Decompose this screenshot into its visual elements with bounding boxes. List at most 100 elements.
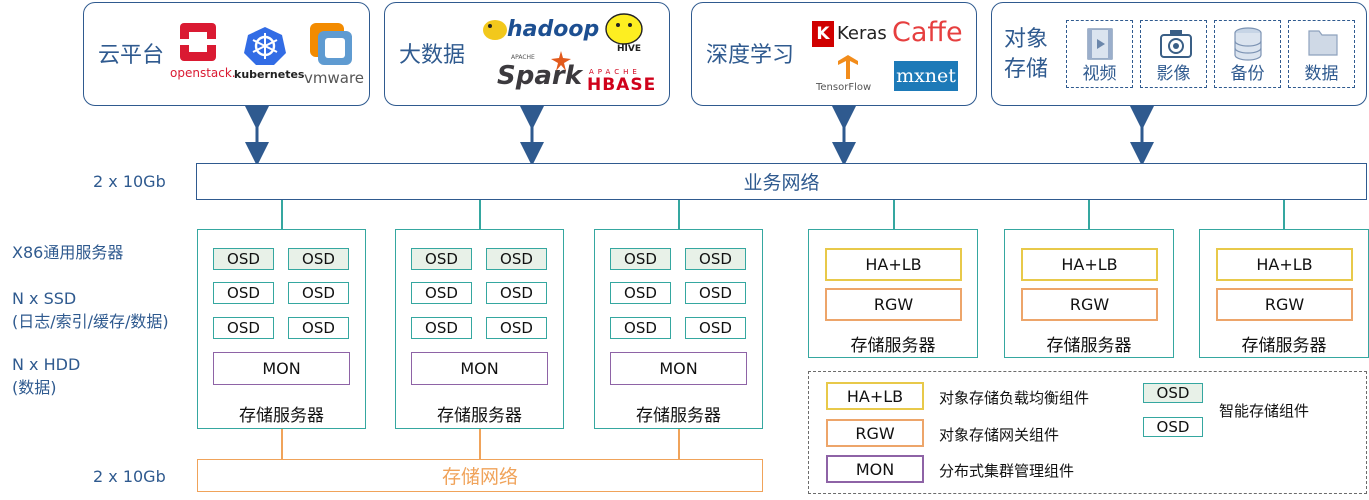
vmware-text: vmware <box>304 69 365 87</box>
osd-server-2: OSD OSD OSD OSD OSD OSD MON 存储服务器 <box>395 229 564 429</box>
connector-line <box>1088 200 1090 229</box>
spark-logo: APACHE Spark <box>497 51 582 97</box>
storage-connector <box>678 429 680 459</box>
connector-line <box>1283 200 1285 229</box>
hive-logo: HIVE <box>603 11 653 59</box>
hadoop-logo: hadoop <box>481 15 599 47</box>
rgw-component: RGW <box>1021 288 1158 321</box>
media-backup: 备份 <box>1214 20 1281 88</box>
osd-server-1: OSD OSD OSD OSD OSD OSD MON 存储服务器 <box>197 229 366 429</box>
ssd-label-line1: N x SSD <box>12 289 77 308</box>
osd-disk: OSD <box>685 248 746 270</box>
hdd-label-line1: N x HDD <box>12 355 81 374</box>
panel-deep-learning: 深度学习 K Keras Caffe TensorFlow mxnet <box>691 2 977 106</box>
mon-component: MON <box>610 352 747 385</box>
osd-disk: OSD <box>288 282 349 304</box>
panel-title: 云平台 <box>98 43 165 68</box>
mxnet-text: mxnet <box>896 64 956 87</box>
media-video: 视频 <box>1066 20 1133 88</box>
legend-mon-box: MON <box>826 455 924 483</box>
film-icon <box>1087 28 1113 60</box>
osd-disk: OSD <box>685 317 746 339</box>
connector-line <box>893 200 895 229</box>
rgw-server-2: HA+LB RGW 存储服务器 <box>1004 229 1174 358</box>
server-caption: 存储服务器 <box>850 336 936 356</box>
rgw-component: RGW <box>1216 288 1353 321</box>
osd-disk: OSD <box>213 282 274 304</box>
folder-icon <box>1308 30 1338 56</box>
openstack-text: openstack. <box>170 66 236 80</box>
connector-line <box>678 200 680 229</box>
media-data: 数据 <box>1288 20 1355 88</box>
media-label: 数据 <box>1304 64 1339 84</box>
arrows-layer <box>245 106 1154 166</box>
panel-title: 大数据 <box>399 43 466 68</box>
openstack-logo: openstack. <box>170 19 236 89</box>
server-caption: 存储服务器 <box>437 406 522 426</box>
hbase-logo: APACHE HBASE <box>587 67 659 97</box>
mon-component: MON <box>411 352 548 385</box>
kubernetes-text: kubernetes <box>234 68 305 81</box>
tensorflow-logo: TensorFlow <box>816 55 882 99</box>
halb-component: HA+LB <box>825 248 962 281</box>
kubernetes-logo: kubernetes <box>234 25 304 85</box>
osd-disk: OSD <box>610 282 671 304</box>
legend-halb-desc: 对象存储负载均衡组件 <box>939 389 1090 407</box>
keras-logo: K Keras <box>812 21 887 49</box>
hdd-label-line2: (数据) <box>12 378 57 397</box>
storage-connector <box>281 429 283 459</box>
panel-title: 深度学习 <box>706 43 795 68</box>
hbase-text: HBASE <box>587 75 657 95</box>
osd-disk: OSD <box>288 248 349 270</box>
osd-disk: OSD <box>411 248 472 270</box>
osd-disk: OSD <box>486 248 547 270</box>
osd-disk: OSD <box>288 317 349 339</box>
keras-icon: K <box>812 21 834 47</box>
panel-cloud-platform: 云平台 openstack. kubernetes vmware <box>83 2 370 106</box>
storage-connector <box>479 429 481 459</box>
hbase-apache-text: APACHE <box>589 68 641 76</box>
halb-component: HA+LB <box>1216 248 1353 281</box>
osd-disk: OSD <box>411 317 472 339</box>
hadoop-text: hadoop <box>507 17 600 42</box>
legend-mon-desc: 分布式集群管理组件 <box>939 462 1075 480</box>
connector-line <box>281 200 283 229</box>
osd-disk: OSD <box>213 248 274 270</box>
hive-text: HIVE <box>617 44 641 54</box>
osd-disk: OSD <box>610 248 671 270</box>
osd-disk: OSD <box>411 282 472 304</box>
legend-osd-box: OSD <box>1143 417 1203 437</box>
x86-server-label: X86通用服务器 <box>12 243 124 262</box>
mxnet-logo: mxnet <box>894 61 958 91</box>
osd-disk: OSD <box>213 317 274 339</box>
panel-big-data: 大数据 hadoop HIVE APACHE Spark APACHE HBAS… <box>384 2 670 106</box>
halb-component: HA+LB <box>1021 248 1158 281</box>
osd-disk: OSD <box>685 282 746 304</box>
caffe-text: Caffe <box>892 17 963 48</box>
tensorflow-text: TensorFlow <box>816 82 872 93</box>
storage-network: 存储网络 <box>197 459 763 492</box>
legend: HA+LB 对象存储负载均衡组件 RGW 对象存储网关组件 MON 分布式集群管… <box>808 371 1367 494</box>
business-bandwidth-label: 2 x 10Gb <box>93 172 166 191</box>
keras-text: Keras <box>837 23 887 44</box>
spark-text: Spark <box>497 61 582 91</box>
database-icon <box>1234 27 1262 61</box>
storage-bandwidth-label: 2 x 10Gb <box>93 467 166 486</box>
rgw-component: RGW <box>825 288 962 321</box>
ssd-label-line2: (日志/索引/缓存/数据) <box>12 312 169 331</box>
object-storage-title: 对象存储 <box>1004 27 1049 82</box>
osd-disk: OSD <box>610 317 671 339</box>
legend-rgw-desc: 对象存储网关组件 <box>939 426 1060 444</box>
server-caption: 存储服务器 <box>636 406 721 426</box>
legend-rgw-box: RGW <box>826 419 924 447</box>
media-label: 备份 <box>1230 64 1265 84</box>
rgw-server-1: HA+LB RGW 存储服务器 <box>808 229 978 358</box>
osd-disk: OSD <box>486 317 547 339</box>
spark-apache-text: APACHE <box>511 54 535 61</box>
server-caption: 存储服务器 <box>1241 336 1327 356</box>
business-network: 业务网络 <box>196 163 1367 200</box>
vmware-logo: vmware <box>302 21 365 91</box>
legend-halb-box: HA+LB <box>826 382 924 410</box>
mon-component: MON <box>213 352 350 385</box>
camera-icon <box>1160 30 1192 58</box>
